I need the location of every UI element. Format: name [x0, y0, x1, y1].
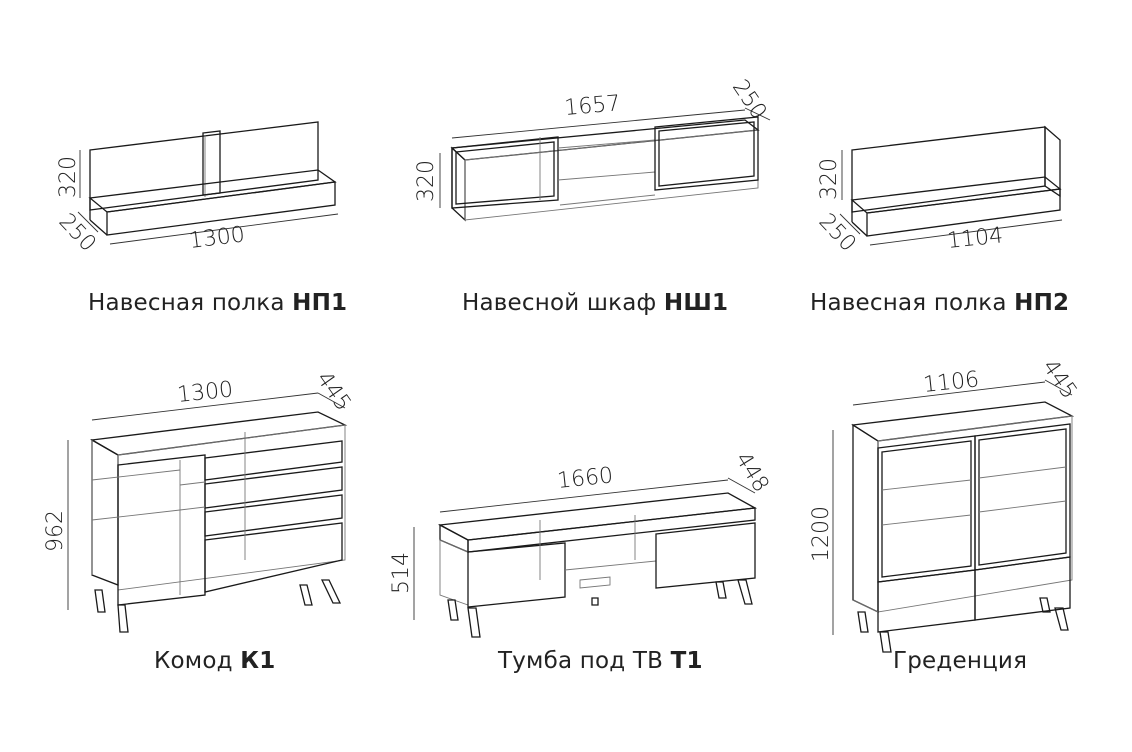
- nsh1-width-label: 1657: [563, 91, 621, 121]
- caption-sideboard: Греденция: [893, 648, 1027, 674]
- shelf-np2-drawing: 320 250 1104: [814, 125, 1063, 257]
- shelf-np1-drawing: 320 250 1300: [54, 121, 339, 257]
- sideboard-height-label: 1200: [809, 506, 834, 562]
- nsh1-height-label: 320: [414, 160, 439, 202]
- np2-width-label: 1104: [946, 223, 1004, 254]
- tv-stand-t1-drawing: 514 1660 448: [389, 448, 773, 638]
- caption-t1: Тумба под ТВ Т1: [498, 648, 703, 674]
- np1-width-label: 1300: [188, 222, 247, 254]
- t1-depth-label: 448: [730, 448, 773, 497]
- caption-nsh1: Навесной шкаф НШ1: [462, 290, 728, 316]
- t1-height-label: 514: [389, 552, 414, 594]
- caption-nsh1-code: НШ1: [663, 290, 729, 316]
- np2-height-label: 320: [817, 158, 842, 200]
- k1-width-label: 1300: [176, 377, 234, 408]
- cabinet-nsh1-drawing: 320 1657 250: [414, 75, 771, 222]
- caption-np2-code: НП2: [1014, 290, 1070, 316]
- k1-depth-label: 445: [311, 367, 356, 416]
- caption-sideboard-text: Греденция: [893, 648, 1028, 674]
- nsh1-depth-label: 250: [727, 75, 771, 124]
- caption-np1: Навесная полка НП1: [88, 290, 347, 316]
- caption-k1-text: Комод: [154, 648, 233, 674]
- np1-height-label: 320: [56, 156, 81, 198]
- caption-np1-code: НП1: [292, 290, 348, 316]
- caption-np2-text: Навесная полка: [810, 290, 1007, 316]
- t1-width-label: 1660: [556, 463, 614, 494]
- caption-t1-text: Тумба под ТВ: [498, 648, 664, 674]
- np2-depth-label: 250: [814, 209, 861, 257]
- caption-nsh1-text: Навесной шкаф: [462, 290, 657, 316]
- caption-np2: Навесная полка НП2: [810, 290, 1069, 316]
- sideboard-depth-label: 445: [1037, 355, 1082, 404]
- np1-depth-label: 250: [54, 209, 101, 257]
- dresser-k1-drawing: 962 1300 445: [43, 367, 356, 633]
- sideboard-width-label: 1106: [922, 367, 980, 398]
- caption-k1: Комод К1: [154, 648, 275, 674]
- k1-height-label: 962: [43, 510, 68, 552]
- caption-k1-code: К1: [240, 648, 276, 674]
- sideboard-drawing: 1200 1106 445: [809, 355, 1082, 653]
- caption-t1-code: Т1: [670, 648, 703, 674]
- caption-np1-text: Навесная полка: [88, 290, 285, 316]
